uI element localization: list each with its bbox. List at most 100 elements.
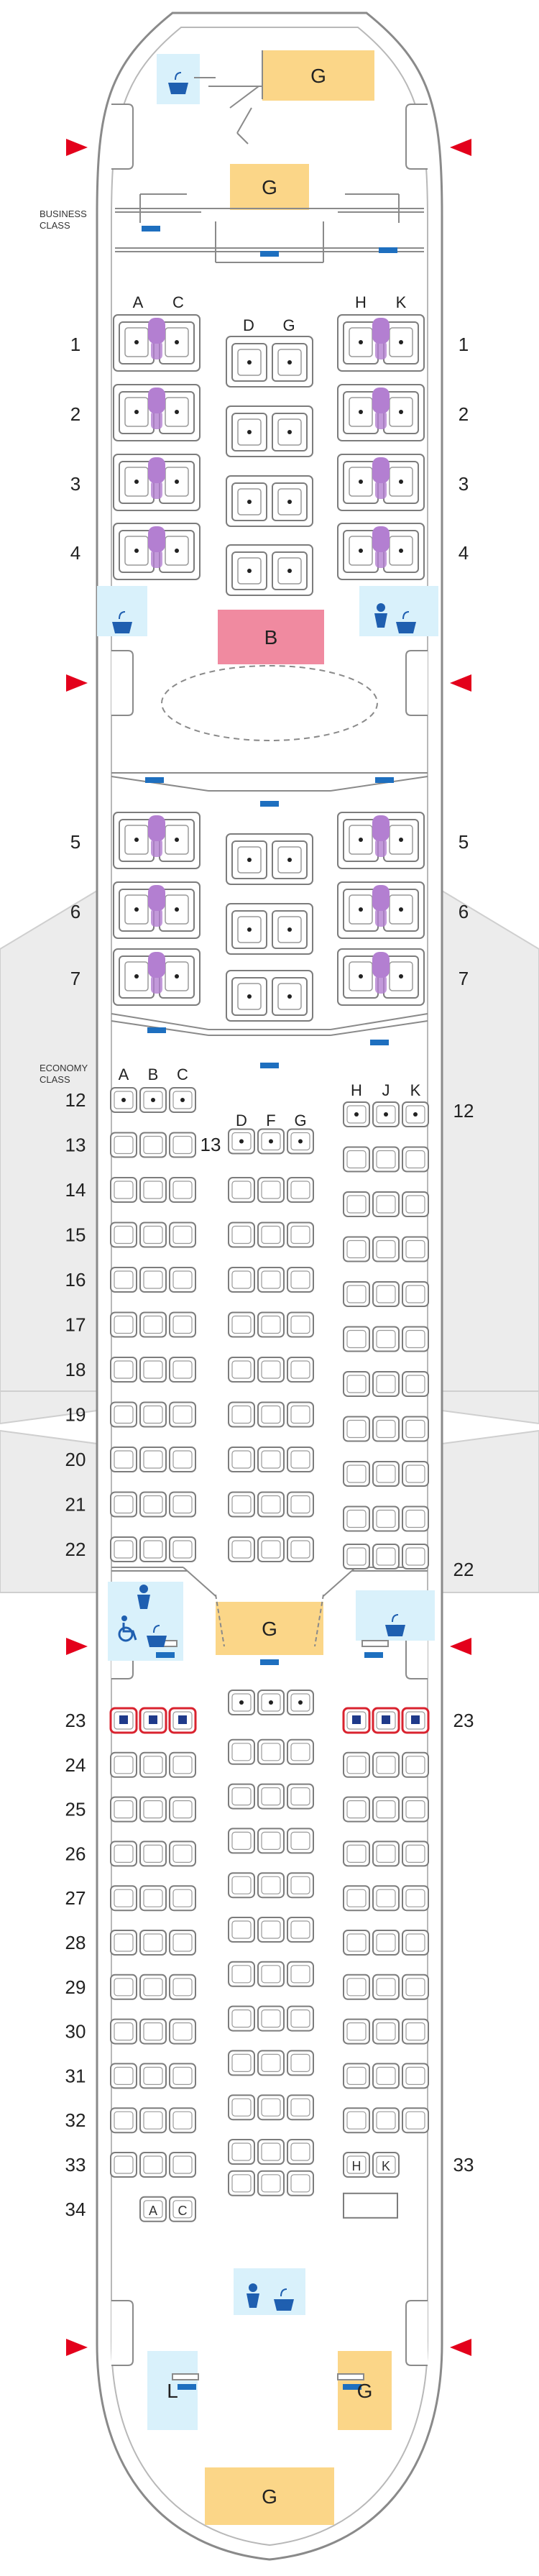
economy-seat	[169, 2063, 196, 2089]
seat-cushion	[114, 1495, 134, 1514]
economy-seat	[110, 1311, 137, 1338]
seat-dot	[298, 1139, 303, 1144]
seat-cushion	[172, 1315, 193, 1334]
economy-seat	[169, 1401, 196, 1428]
economy-seat	[287, 1536, 314, 1562]
economy-seat	[372, 2152, 400, 2178]
economy-seat	[169, 1447, 196, 1472]
seat-cushion	[376, 1509, 396, 1528]
economy-seat	[343, 1236, 370, 1262]
economy-seat	[139, 1311, 167, 1338]
lavatory-economy-left	[108, 1582, 183, 1661]
row-number-left: 3	[70, 473, 80, 495]
seat-cushion	[231, 1181, 252, 1199]
seat-dot	[359, 410, 363, 414]
jump-seat	[361, 1640, 389, 1647]
row-number-left: 34	[65, 2199, 86, 2220]
economy-seat	[402, 1885, 429, 1912]
economy-seat	[257, 1783, 285, 1810]
business-pod-right	[337, 454, 425, 511]
row-number-left: 22	[65, 1539, 86, 1560]
economy-seat	[228, 1447, 255, 1472]
lavatory-sink-icon	[280, 2288, 287, 2297]
business-pod-left	[113, 384, 201, 441]
economy-seat	[228, 2050, 255, 2076]
wheelchair-icon	[122, 1623, 137, 1641]
exit-arrow-icon	[450, 1638, 471, 1655]
seat-cushion	[231, 1540, 252, 1559]
seat-dot	[247, 430, 252, 434]
economy-seat	[110, 1751, 137, 1778]
economy-seat	[169, 1796, 196, 1823]
lavatory-sink-icon	[402, 611, 410, 620]
seat-cushion	[376, 1195, 396, 1214]
bassinet-icon	[352, 1715, 361, 1724]
economy-seat	[228, 2005, 255, 2032]
wing-left	[0, 883, 109, 1425]
economy-seat	[257, 1917, 285, 1943]
business-pod-divider	[372, 885, 390, 911]
economy-seat	[372, 1505, 400, 1532]
baby-change-icon	[139, 1585, 148, 1593]
economy-seat	[110, 1796, 137, 1823]
column-letter: G	[282, 316, 295, 334]
seat-cushion	[261, 1965, 281, 1984]
bassinet-icon	[119, 1715, 128, 1724]
economy-seat	[372, 1326, 400, 1352]
seat-dot	[287, 927, 292, 932]
seat-dot	[287, 858, 292, 862]
seat-cushion	[405, 1239, 425, 1259]
economy-seat	[257, 1828, 285, 1854]
jump-seat	[337, 2373, 364, 2380]
row-number-left: 12	[65, 1089, 86, 1111]
bulkhead-line	[236, 132, 249, 145]
seat-dot	[247, 500, 252, 504]
seat-cushion	[143, 2066, 163, 2085]
door-left	[111, 650, 134, 716]
economy-seat	[287, 1783, 314, 1810]
seat-dot	[175, 340, 179, 344]
economy-seat	[228, 1738, 255, 1765]
business-pod-divider	[151, 341, 162, 359]
row-number-left: 30	[65, 2021, 86, 2043]
row-number-left: 5	[70, 831, 80, 853]
business-pod-center	[226, 833, 313, 885]
lavatory-sink-icon	[385, 1625, 405, 1636]
seat-cushion	[405, 2066, 425, 2085]
business-pod-divider	[372, 318, 390, 344]
lavatory-rear-label: L	[167, 2380, 178, 2402]
bulkhead-line	[229, 86, 259, 109]
exit-arrow-icon	[450, 674, 471, 692]
seat-cushion	[143, 1360, 163, 1379]
economy-seat	[287, 2005, 314, 2032]
bulkhead-line	[323, 1567, 356, 1597]
economy-seat	[109, 1707, 138, 1734]
seat-cushion	[346, 1800, 367, 1819]
column-letter: A	[119, 1065, 129, 1083]
seat-cushion	[114, 1800, 134, 1819]
economy-seat	[372, 1236, 400, 1262]
seat-cushion	[172, 1540, 193, 1559]
economy-seat	[287, 1917, 314, 1943]
economy-seat	[287, 1177, 314, 1203]
exit-marker	[370, 1040, 389, 1045]
wheelchair-icon	[118, 1626, 134, 1642]
seat-dot	[247, 927, 252, 932]
seat-dot	[134, 838, 139, 842]
exit-marker	[178, 2384, 196, 2390]
economy-seat	[110, 1267, 137, 1293]
seat-cushion	[261, 1450, 281, 1469]
seat-dot	[175, 549, 179, 553]
economy-seat	[343, 1461, 370, 1487]
seat-cushion	[261, 1920, 281, 1939]
business-pod-divider	[151, 838, 162, 857]
economy-seat	[343, 1974, 370, 2000]
business-pod-divider	[375, 908, 387, 927]
economy-seat	[372, 1885, 400, 1912]
economy-seat	[402, 1751, 429, 1778]
seat-dot	[399, 907, 403, 912]
economy-seat	[139, 2152, 167, 2178]
seat-dot	[359, 480, 363, 484]
seat-cushion	[346, 1509, 367, 1528]
seat-cushion	[261, 1315, 281, 1334]
